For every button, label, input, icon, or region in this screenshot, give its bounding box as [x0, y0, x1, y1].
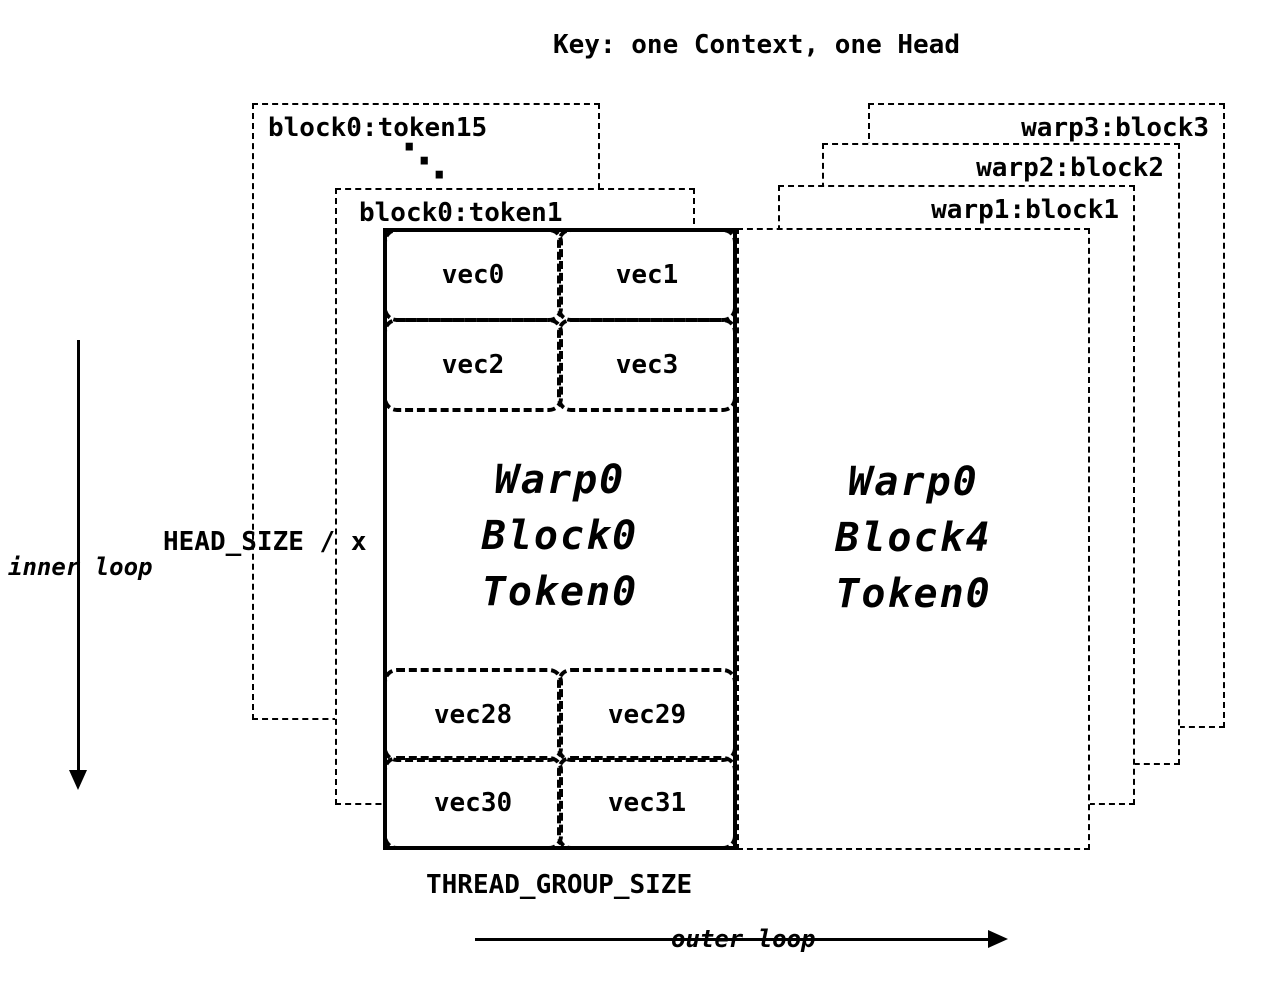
thread-group-size-label: THREAD_GROUP_SIZE — [426, 870, 693, 900]
block-line: Block4 — [835, 515, 992, 561]
inner-loop-arrowhead-icon — [69, 770, 87, 790]
block0-token1-label: block0:token1 — [359, 198, 563, 228]
vec29-cell: vec29 — [557, 668, 737, 762]
vec28-cell: vec28 — [383, 668, 563, 762]
warp0-block4-box: Warp0 Block4 Token0 — [737, 228, 1090, 850]
vec3-cell: vec3 — [557, 318, 737, 412]
outer-loop-arrowhead-icon — [988, 930, 1008, 948]
warp2-block2-label: warp2:block2 — [976, 153, 1164, 183]
block0-token15-label: block0:token15 — [268, 113, 488, 143]
vec0-cell: vec0 — [383, 228, 563, 322]
warp-line: Warp0 — [494, 457, 626, 503]
vec31-cell: vec31 — [557, 756, 737, 850]
warp0-block4-text: Warp0 Block4 Token0 — [739, 454, 1088, 622]
vec1-cell: vec1 — [557, 228, 737, 322]
block-line: Block0 — [481, 513, 639, 559]
dot: · — [396, 122, 423, 173]
diagram-title: Key: one Context, one Head — [553, 30, 960, 60]
dot: · — [411, 136, 438, 187]
inner-loop-arrow-line — [77, 340, 80, 772]
outer-loop-arrow-line — [475, 938, 988, 941]
vec30-cell: vec30 — [383, 756, 563, 850]
warp1-block1-label: warp1:block1 — [931, 195, 1119, 225]
token-line: Token0 — [835, 571, 992, 617]
warp-line: Warp0 — [848, 459, 979, 505]
outer-loop-label: outer loop — [671, 925, 816, 953]
token-line: Token0 — [481, 569, 639, 615]
warp0-block0-text: Warp0 Block0 Token0 — [387, 452, 733, 620]
head-size-label: HEAD_SIZE / x — [163, 527, 367, 557]
inner-loop-label: inner loop — [8, 553, 153, 581]
vec2-cell: vec2 — [383, 318, 563, 412]
warp3-block3-label: warp3:block3 — [1021, 113, 1209, 143]
